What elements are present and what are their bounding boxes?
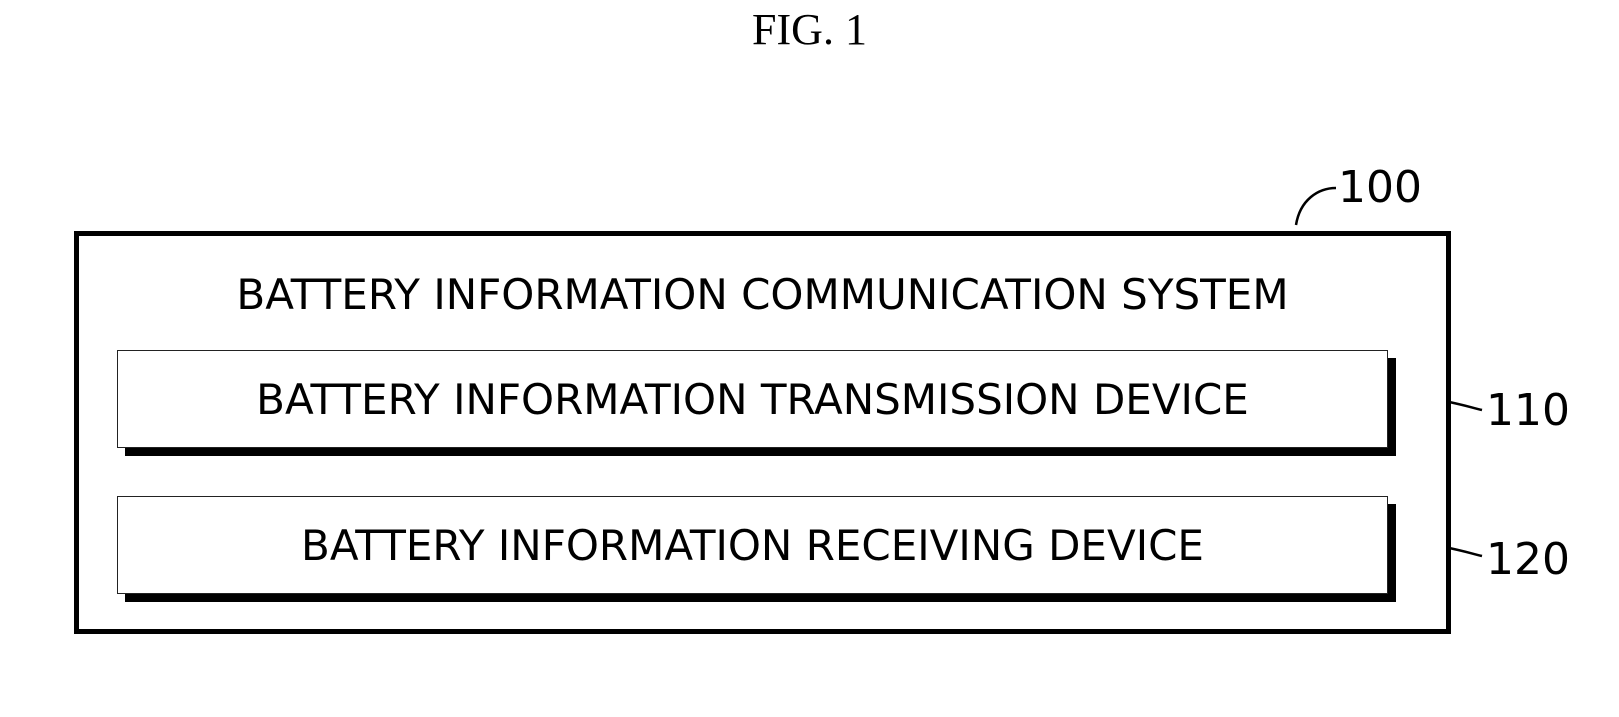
leader-line-100 <box>1296 188 1336 225</box>
reference-number-120: 120 <box>1486 536 1570 584</box>
transmission-device-box: BATTERY INFORMATION TRANSMISSION DEVICE <box>117 350 1388 448</box>
figure-title: FIG. 1 <box>0 6 1619 54</box>
system-box: BATTERY INFORMATION COMMUNICATION SYSTEM… <box>74 231 1451 634</box>
receiving-device-box: BATTERY INFORMATION RECEIVING DEVICE <box>117 496 1388 594</box>
system-title: BATTERY INFORMATION COMMUNICATION SYSTEM <box>79 267 1446 323</box>
receiving-device-label: BATTERY INFORMATION RECEIVING DEVICE <box>118 497 1387 593</box>
transmission-device-label: BATTERY INFORMATION TRANSMISSION DEVICE <box>118 351 1387 447</box>
reference-number-100: 100 <box>1338 164 1422 212</box>
reference-number-110: 110 <box>1486 387 1570 435</box>
